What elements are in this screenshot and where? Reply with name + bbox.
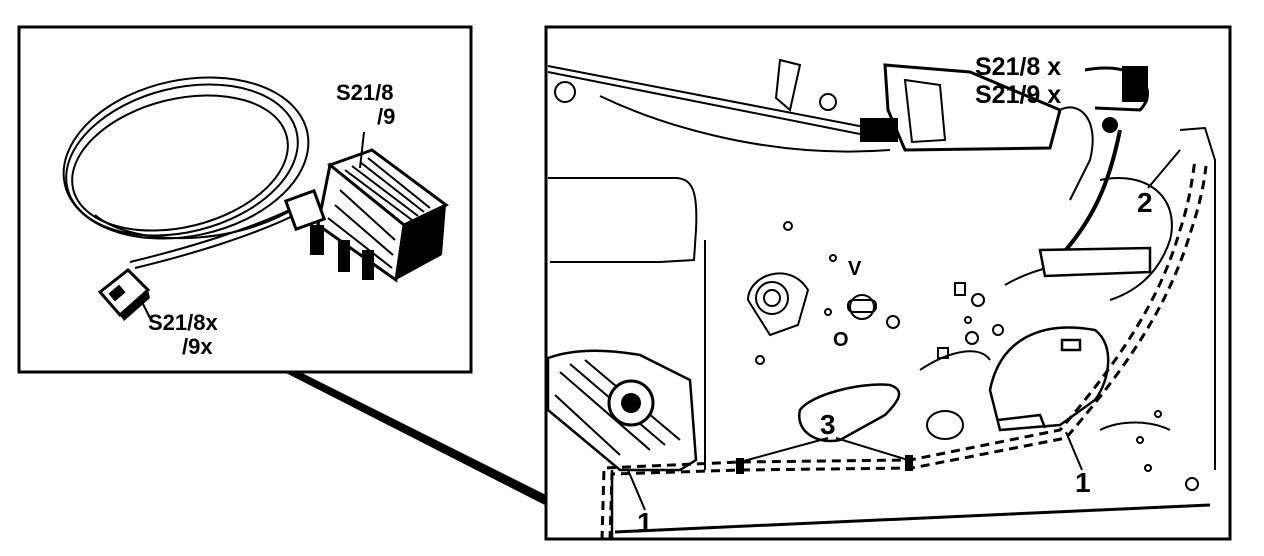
connector-label-line2: /9 <box>377 104 395 129</box>
motor-mount <box>746 221 900 365</box>
lock-module <box>860 63 1150 152</box>
handle-recess <box>988 326 1110 432</box>
callout-3: 3 <box>820 409 836 440</box>
regulator-arm <box>546 349 698 472</box>
clip-markers <box>736 455 913 474</box>
inset-leader-wedge <box>284 372 596 528</box>
callout-2: 2 <box>1137 187 1153 218</box>
mark-v: V <box>848 258 862 280</box>
callout-1-right: 1 <box>1075 467 1091 498</box>
connector-leader <box>359 131 365 169</box>
door-panel: V O <box>544 25 1232 541</box>
inset-panel: S21/8 /9 S21/8x /9x <box>17 25 473 374</box>
plug-label-line2: /9x <box>182 334 213 359</box>
callout-1-left: 1 <box>637 507 653 538</box>
connector-label-top: S21/8 x <box>975 53 1061 81</box>
mark-o: O <box>833 329 849 351</box>
connector-block-s21 <box>283 148 449 283</box>
connector-wire <box>1053 129 1122 264</box>
connector-label-bottom: S21/9 x <box>975 81 1061 109</box>
plug-leader <box>139 297 151 319</box>
connector-label-line1: S21/8 <box>336 80 394 105</box>
triangular-cutout <box>797 383 901 443</box>
plug-label-line1: S21/8x <box>148 310 218 335</box>
wiring-harness <box>600 159 1208 541</box>
plug-s21x <box>97 267 151 321</box>
cable-coil <box>62 76 310 269</box>
